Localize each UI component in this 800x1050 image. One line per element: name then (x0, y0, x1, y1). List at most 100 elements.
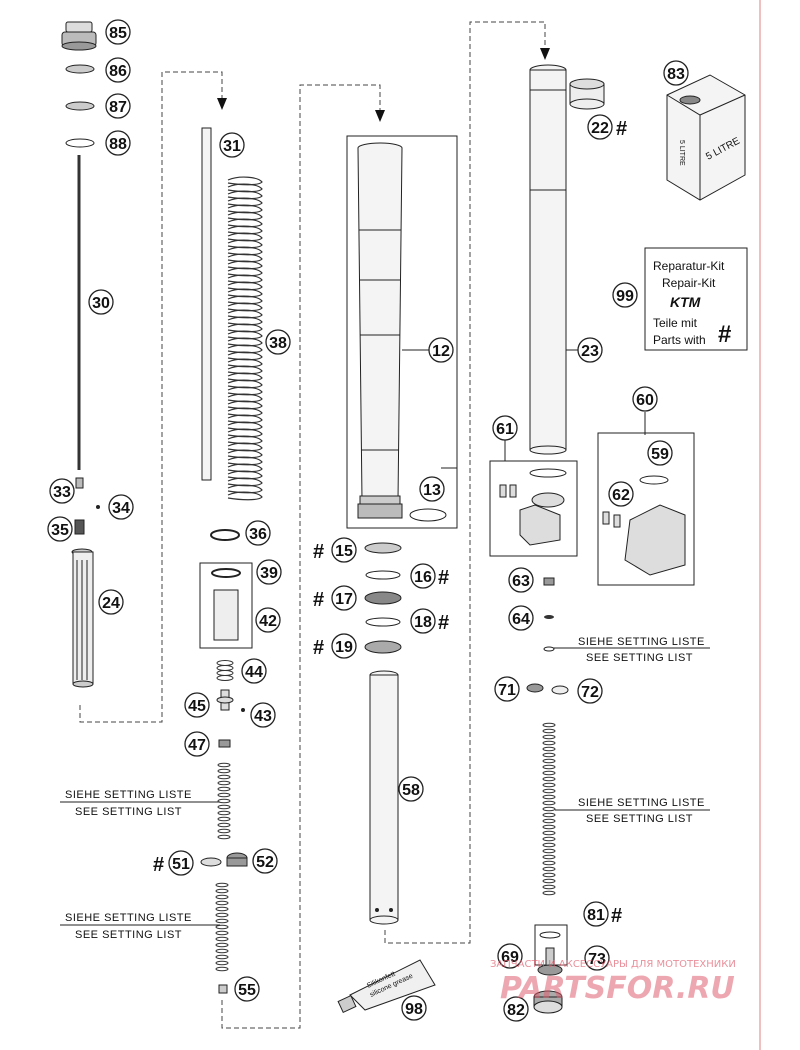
setting-label-3-en: SEE SETTING LIST (586, 652, 693, 664)
svg-text:44: 44 (245, 664, 263, 681)
svg-text:98: 98 (405, 1001, 423, 1018)
svg-text:58: 58 (402, 782, 420, 799)
part-12-13-box (346, 135, 458, 529)
svg-text:31: 31 (223, 138, 241, 155)
label-17: 17 (331, 585, 357, 611)
part-87-washer (65, 101, 95, 111)
svg-text:63: 63 (512, 573, 530, 590)
svg-text:33: 33 (53, 484, 71, 501)
part-23-fork-leg (529, 64, 567, 455)
label-42: 42 (255, 607, 281, 633)
svg-text:16: 16 (414, 569, 432, 586)
label-31: 31 (219, 132, 245, 158)
hash-51: # (153, 854, 164, 876)
hash-22: # (616, 118, 627, 140)
svg-text:64: 64 (512, 611, 530, 628)
svg-text:62: 62 (612, 487, 630, 504)
label-51: 51 (168, 850, 194, 876)
label-18: 18 (410, 608, 436, 634)
part-13-oring (409, 508, 447, 522)
svg-text:30: 30 (92, 295, 110, 312)
label-19: 19 (331, 633, 357, 659)
setting-label-3-de: SIEHE SETTING LISTE (578, 636, 705, 648)
label-39: 39 (256, 559, 282, 585)
part-39-42-box (199, 562, 253, 649)
part-88-washer (65, 138, 95, 148)
part-39-seal (211, 568, 241, 578)
part-24-cartridge (71, 548, 94, 688)
svg-text:42: 42 (259, 613, 277, 630)
part-99-repair-kit-box (644, 247, 748, 351)
svg-text:19: 19 (335, 639, 353, 656)
part-33-nut (75, 477, 84, 489)
label-12: 12 (428, 337, 454, 363)
svg-text:39: 39 (260, 565, 278, 582)
part-12-outer-tube (357, 142, 403, 519)
label-23: 23 (577, 337, 603, 363)
part-35-spring (74, 519, 85, 535)
svg-text:55: 55 (238, 982, 256, 999)
label-73: 73 (584, 945, 610, 971)
svg-text:81: 81 (587, 907, 605, 924)
label-63: 63 (508, 567, 534, 593)
label-86: 86 (105, 57, 131, 83)
setting-label-1-de: SIEHE SETTING LISTE (65, 789, 192, 801)
label-61: 61 (492, 415, 518, 441)
svg-text:86: 86 (109, 63, 127, 80)
svg-text:12: 12 (432, 343, 450, 360)
svg-text:43: 43 (254, 708, 272, 725)
label-38: 38 (265, 329, 291, 355)
label-36: 36 (245, 520, 271, 546)
svg-text:88: 88 (109, 136, 127, 153)
part-62-clamp (602, 475, 686, 576)
label-22: 22 (587, 114, 613, 140)
setting-label-1-en: SEE SETTING LIST (75, 806, 182, 818)
svg-text:69: 69 (501, 949, 519, 966)
repair-kit-line1: Reparatur-Kit (653, 259, 725, 273)
svg-text:83: 83 (667, 66, 685, 83)
part-17-seal (364, 591, 402, 605)
label-83: 83 (663, 60, 689, 86)
label-44: 44 (241, 658, 267, 684)
setting-label-4-en: SEE SETTING LIST (586, 813, 693, 825)
label-64: 64 (508, 605, 534, 631)
watermark-logo: PARTSFOR.RU (500, 971, 735, 1006)
shim-stack-lower (215, 882, 229, 972)
label-16: 16 (410, 563, 436, 589)
part-22-bushing (569, 78, 605, 110)
svg-text:18: 18 (414, 614, 432, 631)
label-87: 87 (105, 93, 131, 119)
part-81-oring (539, 931, 561, 939)
svg-text:17: 17 (335, 591, 353, 608)
part-72-ring (551, 685, 569, 695)
oil-can-label-side: 5 LITRE (678, 140, 685, 166)
repair-kit-line2: Repair-Kit (662, 276, 716, 290)
label-43: 43 (250, 702, 276, 728)
part-60-box (597, 432, 695, 586)
svg-text:22: 22 (591, 120, 609, 137)
label-98: 98 (401, 995, 427, 1021)
label-62: 62 (608, 481, 634, 507)
label-15: 15 (331, 537, 357, 563)
part-55-nut (218, 984, 228, 994)
label-69: 69 (497, 943, 523, 969)
svg-text:24: 24 (102, 595, 120, 612)
svg-text:35: 35 (51, 522, 69, 539)
part-63-nut (543, 577, 555, 586)
label-58: 58 (398, 776, 424, 802)
hash-81: # (611, 905, 622, 927)
svg-text:61: 61 (496, 421, 514, 438)
part-58-inner-tube (369, 670, 399, 925)
watermark-text: ЗАПЧАСТИ И АКСЕССУАРЫ ДЛЯ МОТОТЕХНИКИ (490, 959, 736, 970)
part-86-washer (65, 64, 95, 74)
label-99: 99 (612, 282, 638, 308)
label-24: 24 (98, 589, 124, 615)
part-61-box (489, 460, 578, 557)
part-82-bolt (533, 990, 563, 1014)
label-52: 52 (252, 848, 278, 874)
svg-text:71: 71 (498, 682, 516, 699)
ktm-logo: KTM (670, 294, 701, 310)
label-72: 72 (577, 678, 603, 704)
repair-kit-line4: Parts with (653, 333, 706, 347)
part-34-ball (96, 505, 100, 509)
